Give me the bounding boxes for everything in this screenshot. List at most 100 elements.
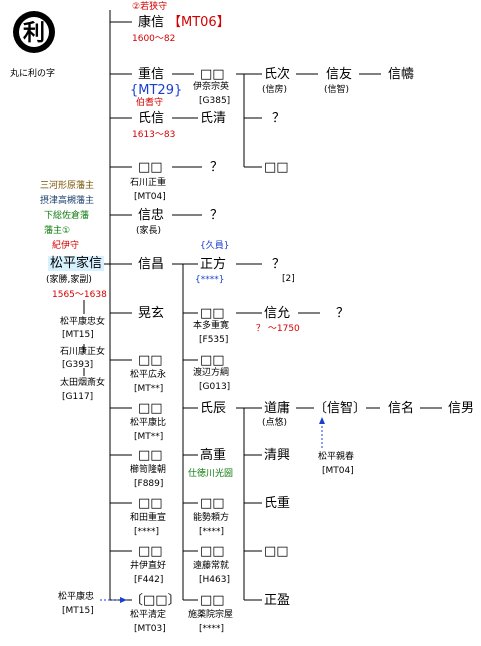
ujitsugu: 氏次 bbox=[264, 67, 291, 82]
kiyooki: 清興 bbox=[264, 448, 291, 463]
family-crest: 利 bbox=[13, 11, 55, 53]
yasutada-code: [MT15] bbox=[62, 606, 94, 616]
c1-n11: □□ bbox=[138, 496, 163, 511]
ieyoshi-alt-names: (家勝,家副) bbox=[46, 275, 92, 285]
svg-text:利: 利 bbox=[23, 21, 45, 46]
wife-3-code: [G117] bbox=[62, 392, 94, 402]
shigenobu-code: {MT29} bbox=[130, 83, 183, 98]
nobutada: 信忠 bbox=[138, 208, 165, 223]
shigenobu: 重信 bbox=[138, 67, 165, 82]
c2-l-code: [****] bbox=[199, 624, 225, 634]
wife-1: 松平康忠女 bbox=[60, 317, 106, 327]
yasunobu-code: 【MT06】 bbox=[168, 15, 230, 30]
nobutada-sub: (家長) bbox=[136, 226, 162, 236]
ujitsugu-sub: (信房) bbox=[262, 85, 288, 95]
chikaharu: 松平親春 bbox=[318, 452, 355, 462]
c1-n8-code: [MT**] bbox=[134, 384, 164, 394]
ujinobu-title: 伯耆守 bbox=[136, 98, 164, 108]
c1-n13-sub: 松平清定 bbox=[130, 610, 167, 620]
c2-f: □□ bbox=[200, 306, 225, 321]
yasunobu-years: 1600～82 bbox=[132, 34, 176, 44]
c3-unknown-2-code: [2] bbox=[282, 274, 295, 284]
nobutomo-sub: (信智) bbox=[324, 85, 350, 95]
c2-g-code: [G013] bbox=[199, 382, 231, 392]
c2-unknown-1: ？ bbox=[210, 160, 224, 175]
c1-n4-code: [MT04] bbox=[134, 192, 166, 202]
c1-n12: □□ bbox=[138, 544, 163, 559]
nobumasa-2-years: ？ ～1750 bbox=[256, 324, 300, 334]
ujishige: 氏重 bbox=[264, 496, 291, 511]
ieyoshi-name: 松平家信 bbox=[48, 256, 105, 271]
c1-n10-code: [F889] bbox=[134, 479, 164, 489]
c3-unknown-1: ？ bbox=[272, 111, 286, 126]
masakata-note: {久員} bbox=[200, 241, 230, 251]
kogen: 晃玄 bbox=[138, 306, 165, 321]
doyo: 道庸 bbox=[264, 401, 291, 416]
ujinobu: 氏信 bbox=[138, 111, 165, 126]
doyo-sub: (点悠) bbox=[262, 418, 288, 428]
chikaharu-code: [MT04] bbox=[322, 466, 354, 476]
yasutada-name: 松平康忠 bbox=[58, 592, 95, 602]
c2-a: □□ bbox=[200, 67, 225, 82]
c1-n4-sub: 石川正重 bbox=[130, 178, 167, 188]
masakata-code: {****} bbox=[195, 275, 225, 285]
c1-n12-code: [F442] bbox=[134, 575, 164, 585]
yasunobu-title: ②若狭守 bbox=[132, 2, 168, 12]
c2-k: □□ bbox=[200, 544, 225, 559]
ujikiyo: 氏清 bbox=[200, 111, 227, 126]
c2-l: □□ bbox=[200, 593, 225, 608]
takashige: 高重 bbox=[200, 448, 227, 463]
wife-2-code: [G393] bbox=[62, 360, 94, 370]
c1-n11-sub: 和田重宣 bbox=[130, 513, 167, 523]
c2-g-sub: 渡辺方綱 bbox=[193, 368, 230, 378]
ieyoshi-title: 紀伊守 bbox=[52, 241, 80, 251]
masakata: 正方 bbox=[200, 257, 227, 272]
c1-n4: □□ bbox=[138, 160, 163, 175]
takashige-note: 仕徳川光圀 bbox=[188, 469, 234, 479]
wife-2: 石川康正女 bbox=[60, 347, 106, 357]
c1-n9: □□ bbox=[138, 401, 163, 416]
c3-unknown-2: ？ bbox=[272, 257, 286, 272]
note-hanshu: 藩主① bbox=[44, 226, 71, 236]
c2-unknown-2: ？ bbox=[210, 208, 224, 223]
note-sakura: 下総佐倉藩 bbox=[44, 211, 90, 221]
c2-f-sub: 本多重寛 bbox=[193, 321, 230, 331]
wife-3: 太田烟斎女 bbox=[60, 378, 106, 388]
c1-n11-code: [****] bbox=[134, 527, 160, 537]
c1-n8: □□ bbox=[138, 353, 163, 368]
c3-c: □□ bbox=[264, 160, 289, 175]
c2-a-sub: 伊奈宗英 bbox=[193, 82, 230, 92]
c1-n12-sub: 井伊直好 bbox=[130, 561, 167, 571]
c1-n8-sub: 松平広永 bbox=[130, 370, 167, 380]
ieyoshi-years: 1565～1638 bbox=[52, 290, 107, 300]
c2-a-code: [G385] bbox=[199, 96, 231, 106]
c4-unknown: ？ bbox=[336, 306, 350, 321]
c2-k-sub: 遠藤常就 bbox=[193, 561, 230, 571]
c2-j-code: [****] bbox=[199, 527, 225, 537]
yasunobu: 康信 bbox=[138, 15, 165, 30]
ujinobu-years: 1613～83 bbox=[132, 130, 176, 140]
masamitsu: 正盈 bbox=[264, 593, 291, 608]
c2-j: □□ bbox=[200, 496, 225, 511]
c2-g: □□ bbox=[200, 353, 225, 368]
nobumasa-2: 信允 bbox=[264, 306, 291, 321]
ujitatsu: 氏辰 bbox=[200, 401, 227, 416]
c1-n10: □□ bbox=[138, 448, 163, 463]
c3-i: □□ bbox=[264, 544, 289, 559]
wife-1-code: [MT15] bbox=[62, 330, 94, 340]
nobutomo-2: 〔信智〕 bbox=[314, 401, 367, 416]
c1-n9-sub: 松平康比 bbox=[130, 418, 167, 428]
c1-n13-code: [MT03] bbox=[134, 624, 166, 634]
c1-n9-code: [MT**] bbox=[134, 432, 164, 442]
c2-l-sub: 施薬院宗屋 bbox=[188, 610, 234, 620]
c1-n10-sub: 櫛笥隆朝 bbox=[130, 465, 167, 475]
note-keihara: 三河形原藩主 bbox=[40, 181, 95, 191]
nobuna: 信名 bbox=[388, 401, 415, 416]
c2-f-code: [F535] bbox=[199, 335, 229, 345]
c1-n13: 〔□□〕 bbox=[130, 593, 181, 608]
nobuo: 信男 bbox=[448, 401, 475, 416]
c2-k-code: [H463] bbox=[199, 575, 230, 585]
crest-caption: 丸に利の字 bbox=[10, 69, 56, 79]
nobumasa: 信昌 bbox=[138, 257, 165, 272]
